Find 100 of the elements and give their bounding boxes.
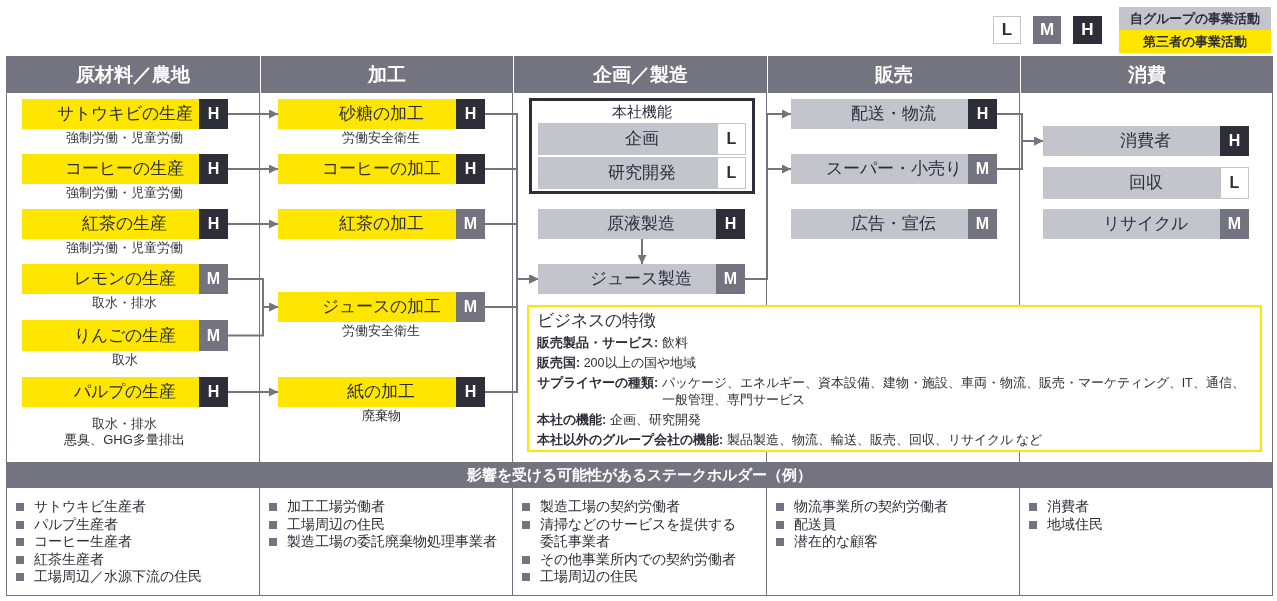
arrow — [227, 164, 279, 174]
activity-label: 原液製造 — [607, 214, 675, 234]
column-heading: 加工 — [260, 56, 512, 93]
activity-box — [22, 377, 228, 407]
activity-box — [22, 320, 228, 351]
activity-box — [538, 123, 746, 155]
activity-box — [278, 377, 485, 407]
activity-box — [1043, 209, 1249, 239]
legend-band: 自グループの事業活動 — [1119, 7, 1271, 30]
activity-label: パルプの生産 — [73, 382, 176, 402]
risk-note: 労働安全衛生 — [342, 130, 420, 146]
stakeholder-item: コーヒー生産者 — [34, 533, 132, 551]
stakeholder-item: 工場周辺／水源下流の住民 — [34, 568, 202, 586]
risk-note: 労働安全衛生 — [342, 323, 420, 339]
info-line: サプライヤーの種類: パッケージ、エネルギー、資本設備、建物・施設、車両・物流、販売・マーケティング、IT、通信、一般管理、専門サービス — [537, 375, 1246, 409]
activity-box — [538, 157, 746, 189]
info-line: 販売国: 200以上の国や地域 — [537, 355, 696, 372]
info-line: 本社以外のグループ会社の機能: 製品製造、物流、輸送、販売、回収、リサイクル など — [537, 432, 1043, 449]
risk-note: 廃棄物 — [361, 408, 401, 424]
column-heading: 消費 — [1020, 56, 1272, 93]
level-badge: L — [717, 123, 746, 155]
level-badge: H — [199, 99, 228, 129]
level-badge: H — [199, 209, 228, 239]
arrow — [637, 238, 647, 265]
activity-label: 企画 — [624, 129, 659, 149]
risk-note: 強制労働・児童労働 — [66, 185, 183, 201]
activity-label: ジュース製造 — [590, 269, 692, 289]
level-badge: L — [1220, 167, 1249, 199]
activity-box — [791, 209, 997, 239]
info-line: 販売製品・サービス: 飲料 — [537, 335, 688, 352]
stakeholder-item: 製造工場の契約労働者 — [540, 498, 680, 516]
stakeholder-item: 工場周辺の住民 — [287, 515, 385, 533]
level-badge: H — [456, 377, 485, 407]
activity-box — [278, 292, 485, 322]
activity-box — [278, 209, 485, 239]
info-heading: ビジネスの特徴 — [537, 310, 656, 332]
column-heading: 原材料／農地 — [7, 56, 259, 93]
activity-box — [22, 154, 228, 184]
column-heading: 企画／製造 — [513, 56, 766, 93]
level-badge: M — [199, 264, 228, 294]
level-badge: L — [717, 157, 746, 189]
level-badge: M — [456, 292, 485, 322]
activity-box — [538, 209, 745, 239]
activity-label: ジュースの加工 — [321, 297, 441, 317]
stakeholder-item: 工場周辺の住民 — [540, 568, 638, 586]
activity-box — [791, 154, 997, 184]
activity-label: スーパー・小売り — [825, 159, 962, 179]
group-heading: 本社機能 — [612, 103, 672, 121]
risk-note: 強制労働・児童労働 — [66, 130, 183, 146]
info-box — [527, 305, 1262, 452]
activity-box — [791, 99, 997, 129]
group-box — [529, 98, 755, 194]
stakeholder-item: その他事業所内での契約労働者 — [540, 550, 736, 568]
activity-box — [1043, 167, 1249, 199]
info-line: 本社の機能: 企画、研究開発 — [537, 412, 701, 429]
activity-label: 配送・物流 — [851, 104, 936, 124]
activity-label: サトウキビの生産 — [56, 104, 193, 124]
activity-label: 消費者 — [1120, 131, 1171, 151]
level-badge: H — [716, 209, 745, 239]
arrow — [227, 302, 279, 337]
stakeholder-item: 物流事業所の契約労働者 — [794, 498, 948, 516]
activity-label: コーヒーの生産 — [65, 159, 184, 179]
arrow — [996, 136, 1044, 170]
legend-band: 第三者の事業活動 — [1119, 30, 1271, 53]
stakeholder-item: 地域住民 — [1047, 515, 1103, 533]
stakeholder-item: 配送員 — [794, 515, 836, 533]
stakeholder-item: 清掃などのサービスを提供する委託事業者 — [540, 515, 737, 551]
level-badge: M — [1220, 209, 1249, 239]
level-badge: M — [1033, 16, 1061, 44]
column-heading: 販売 — [767, 56, 1019, 93]
activity-label: 紅茶の加工 — [338, 214, 424, 234]
level-badge: M — [716, 264, 745, 294]
activity-box — [278, 154, 485, 184]
activity-label: 砂糖の加工 — [338, 104, 424, 124]
activity-label: 回収 — [1128, 173, 1163, 193]
section-heading: 影響を受ける可能性があるステークホルダー（例） — [7, 463, 1272, 488]
activity-box — [22, 209, 228, 239]
level-badge: M — [968, 154, 997, 184]
risk-note: 強制労働・児童労働 — [66, 240, 183, 256]
risk-note: 取水・排水 — [92, 295, 157, 311]
level-badge: H — [1220, 126, 1249, 156]
arrow — [227, 219, 279, 229]
activity-box — [22, 264, 228, 294]
level-badge: H — [968, 99, 997, 129]
activity-box — [1043, 126, 1249, 156]
stakeholder-table — [6, 462, 1273, 596]
arrow — [484, 274, 539, 393]
stakeholder-item: 消費者 — [1047, 498, 1089, 516]
risk-note: 取水 — [111, 352, 138, 368]
activity-label: コーヒーの加工 — [321, 159, 441, 179]
activity-label: 広告・宣伝 — [851, 214, 936, 234]
level-badge: H — [456, 154, 485, 184]
activity-box — [278, 99, 485, 129]
stakeholder-item: パルプ生産者 — [34, 515, 118, 533]
stakeholder-item: 製造工場の委託廃棄物処理事業者 — [287, 533, 497, 551]
stakeholder-item: サトウキビ生産者 — [34, 498, 146, 516]
level-badge: H — [199, 154, 228, 184]
arrow — [744, 164, 792, 280]
arrow — [227, 387, 279, 397]
risk-note: 悪臭、GHG多量排出 — [64, 432, 185, 448]
